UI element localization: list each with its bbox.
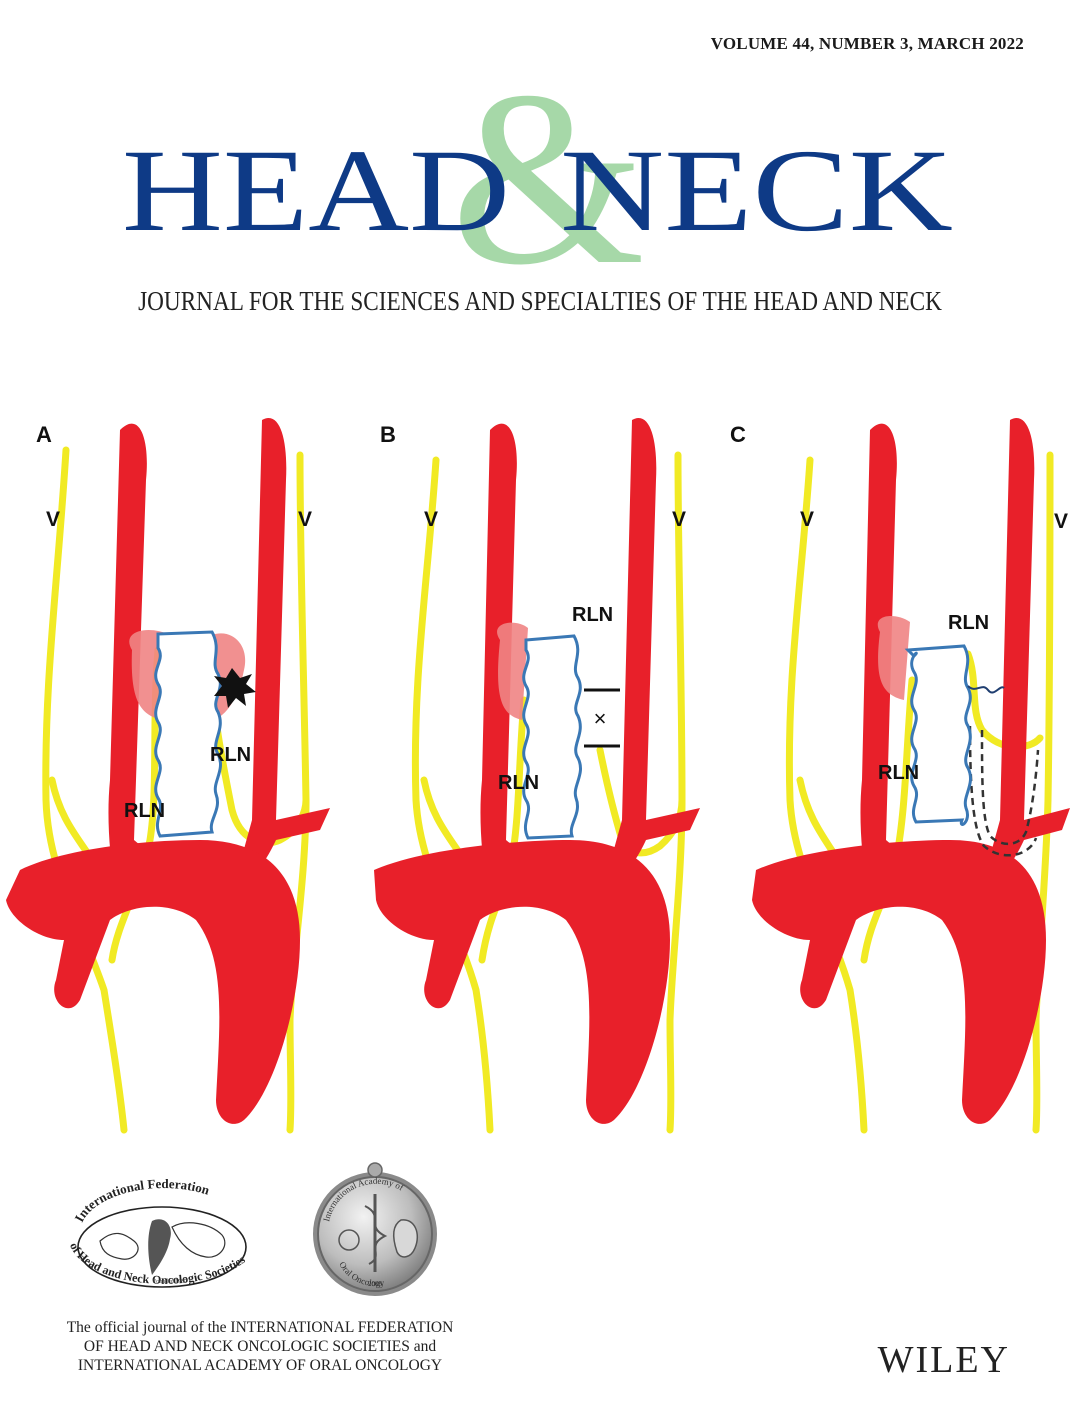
right-vagus-nerve xyxy=(1032,451,1054,1134)
iaoo-year: 2008 xyxy=(368,1280,383,1288)
rln-label-left: RLN xyxy=(878,762,920,784)
trachea xyxy=(154,630,222,838)
publisher-logo: WILEY xyxy=(877,1339,1010,1381)
severed-nerve-end xyxy=(967,685,1005,694)
thyroid-gland xyxy=(497,622,528,720)
cut-mark: × xyxy=(594,706,607,731)
title-neck: NECK xyxy=(560,125,953,256)
resection-markers xyxy=(584,688,620,748)
panel-b: × B V V RLN RLN xyxy=(360,400,720,1140)
panel-label-c: C xyxy=(730,422,746,447)
panel-c-drawing xyxy=(752,418,1070,1134)
rln-label-right: RLN xyxy=(948,612,990,634)
aortic-arch xyxy=(6,840,300,1124)
panel-label-b: B xyxy=(380,422,396,447)
journal-masthead: & HEAD NECK xyxy=(0,80,1080,280)
right-carotid-artery xyxy=(984,418,1070,879)
right-vagus-nerve xyxy=(666,451,686,1134)
official-line-1: The official journal of the INTERNATIONA… xyxy=(66,1319,454,1336)
panel-c: C V V RLN RLN xyxy=(720,400,1080,1140)
rln-label-left: RLN xyxy=(124,800,166,822)
panel-a-drawing xyxy=(6,418,330,1134)
rln-label-right: RLN xyxy=(210,744,252,766)
vagus-label-left: V xyxy=(46,508,61,531)
left-carotid-artery xyxy=(860,423,922,910)
official-line-2: OF HEAD AND NECK ONCOLOGIC SOCIETIES and xyxy=(83,1338,437,1355)
vagus-label-right: V xyxy=(1054,510,1069,533)
issue-volume-line: VOLUME 44, NUMBER 3, MARCH 2022 xyxy=(710,34,1024,53)
title-ampersand: & xyxy=(451,80,645,280)
trachea xyxy=(904,644,972,826)
right-vagus-nerve xyxy=(286,451,310,1134)
panel-a: A V V RLN RLN xyxy=(0,400,360,1140)
vagus-label-right: V xyxy=(672,508,687,531)
right-carotid-artery xyxy=(606,418,700,879)
vagus-label-right: V xyxy=(298,508,313,531)
ifhnos-founded: Founded 1987 xyxy=(153,1279,188,1285)
iaoo-logo: International Academy of Oral Oncology 2… xyxy=(305,1160,445,1300)
rln-label-right: RLN xyxy=(572,604,614,626)
injury-star-icon xyxy=(214,668,256,708)
left-carotid-artery xyxy=(480,423,542,910)
panel-label-a: A xyxy=(36,422,52,447)
aortic-arch xyxy=(374,840,670,1124)
ifhnos-logo: International Federation of Head and Nec… xyxy=(60,1175,265,1300)
rln-label-left: RLN xyxy=(498,772,540,794)
thyroid-gland xyxy=(877,616,910,700)
aortic-arch xyxy=(752,840,1046,1124)
title-head: HEAD xyxy=(122,125,510,256)
trachea xyxy=(522,634,582,840)
left-vagus-nerve xyxy=(42,446,128,1134)
vagus-label-left: V xyxy=(424,508,439,531)
journal-subtitle: JOURNAL FOR THE SCIENCES AND SPECIALTIES… xyxy=(138,286,942,316)
vagus-label-left: V xyxy=(800,508,815,531)
left-vagus-nerve xyxy=(411,456,494,1134)
cover-illustration: A V V RLN RLN × xyxy=(0,400,1080,1140)
nerve-graft xyxy=(980,729,1040,845)
left-vagus-nerve xyxy=(785,456,868,1134)
official-journal-statement: The official journal of the INTERNATIONA… xyxy=(40,1318,480,1375)
panel-b-drawing: × xyxy=(374,418,700,1134)
right-carotid-artery xyxy=(236,418,330,879)
official-line-3: INTERNATIONAL ACADEMY OF ORAL ONCOLOGY xyxy=(77,1357,443,1374)
